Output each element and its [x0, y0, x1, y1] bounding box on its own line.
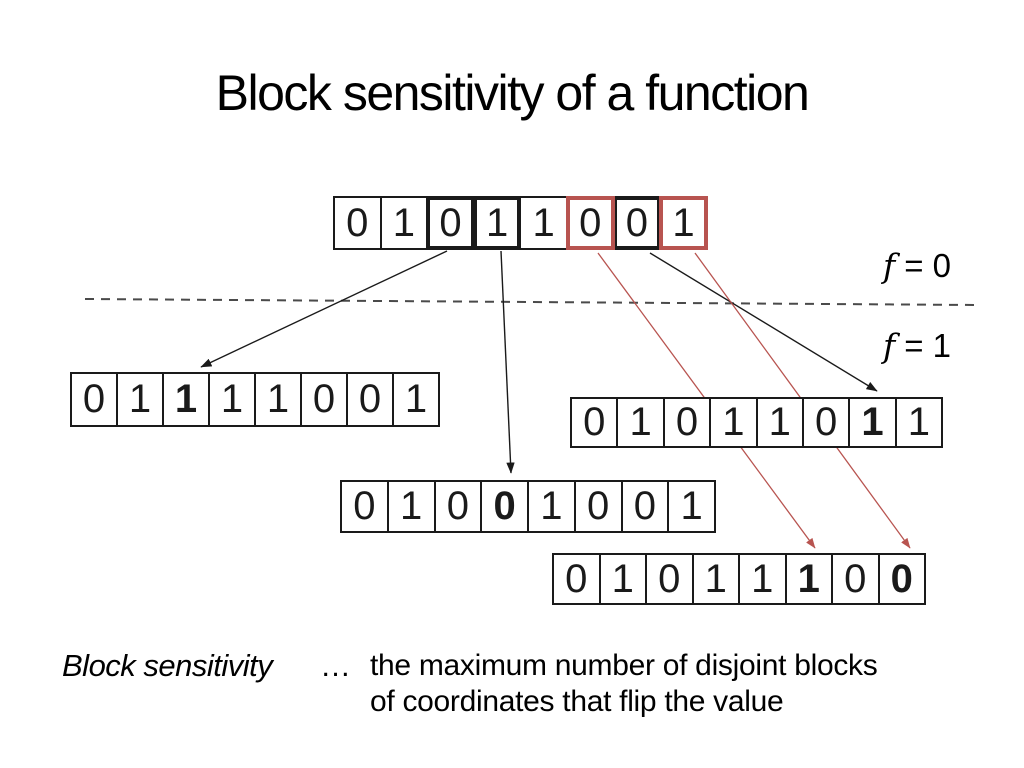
bit-cell: 0: [70, 372, 118, 427]
bit-cell: 1: [527, 480, 576, 533]
bit-cell: 0: [340, 480, 389, 533]
bit-cell: 0: [612, 196, 662, 250]
bit-cell: 0: [480, 480, 529, 533]
slide-title: Block sensitivity of a function: [215, 65, 810, 121]
bit-cell: 1: [691, 553, 740, 605]
bit-cell: 0: [573, 480, 623, 533]
bit-cell: 0: [620, 480, 670, 533]
bit-cell: 0: [662, 397, 712, 448]
bit-cell: 1: [386, 480, 436, 533]
bit-cell: 0: [300, 372, 348, 427]
bit-cell: 0: [801, 397, 851, 448]
bit-cell: 1: [784, 553, 833, 605]
bit-cell: 1: [667, 480, 716, 533]
f1-value: = 1: [904, 327, 952, 364]
bit-cell: 0: [346, 372, 394, 427]
arrow-black-to-left-string: [200, 250, 448, 368]
bit-cell: 1: [208, 372, 256, 427]
arrow-black-to-mid-string: [500, 250, 515, 474]
bit-cell: 1: [709, 397, 758, 448]
arrow-black-to-right-string: [649, 252, 878, 392]
bit-cell: 1: [598, 553, 647, 605]
bit-cell: 1: [616, 397, 665, 448]
bit-cell: 0: [831, 553, 880, 605]
bit-cell: 1: [379, 196, 429, 250]
f0-value: = 0: [904, 247, 952, 284]
f-symbol: f: [883, 326, 896, 365]
bit-cell: 0: [333, 196, 382, 250]
bit-cell: 1: [848, 397, 897, 448]
f-symbol: f: [883, 246, 896, 285]
f-equals-0-label: f= 0: [883, 246, 951, 285]
caption-term: Block sensitivity: [62, 648, 273, 683]
f-boundary-dashed-line: [84, 298, 976, 306]
bit-cell: 1: [894, 397, 944, 448]
bit-cell: 0: [433, 480, 483, 533]
bit-cell: 0: [552, 553, 601, 605]
caption-line-1: the maximum number of disjoint blocks: [370, 649, 878, 682]
bit-cell: 0: [645, 553, 694, 605]
caption-line-2: of coordinates that flip the value: [370, 685, 784, 718]
bit-cell: 1: [254, 372, 302, 427]
bit-cell: 1: [116, 372, 164, 427]
bit-cell: 1: [738, 553, 787, 605]
caption-definition: the maximum number of disjoint blocks of…: [370, 648, 878, 720]
bit-cell: 1: [392, 372, 440, 427]
caption-ellipsis: …: [320, 648, 351, 683]
bit-cell: 0: [877, 553, 926, 605]
bit-cell: 1: [755, 397, 804, 448]
bit-cell: 1: [519, 196, 568, 250]
f-equals-1-label: f= 1: [883, 326, 951, 365]
bit-cell: 0: [426, 196, 475, 250]
bit-cell: 0: [570, 397, 619, 448]
bit-cell: 0: [565, 196, 615, 250]
bit-cell: 1: [162, 372, 210, 427]
bit-cell: 1: [472, 196, 522, 250]
bit-cell: 1: [659, 196, 708, 250]
